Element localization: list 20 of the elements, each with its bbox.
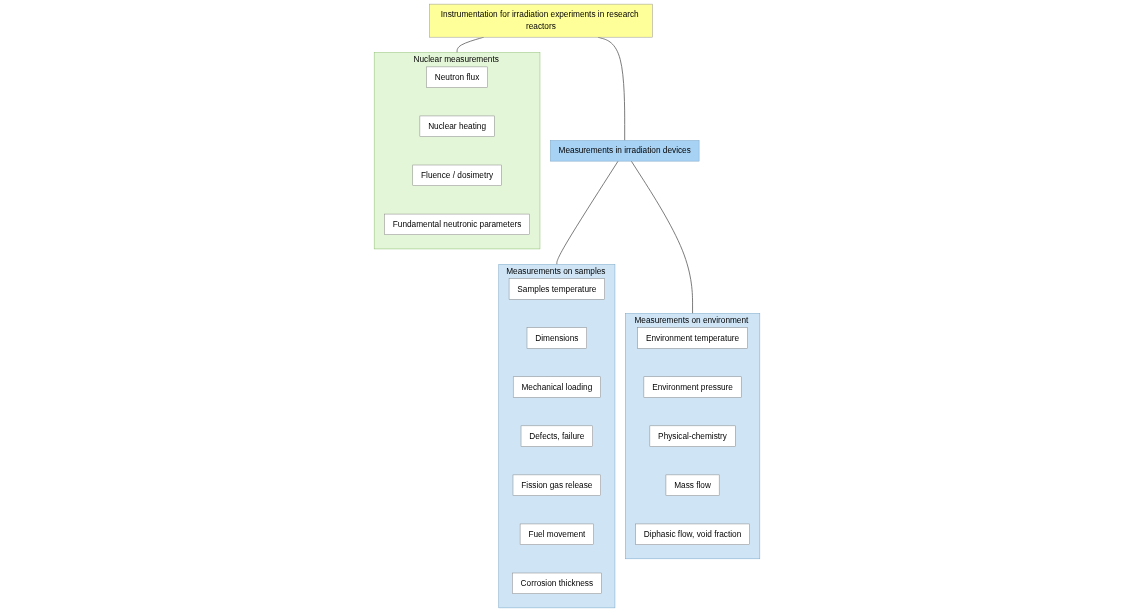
node-box: Fundamental neutronic parameters [384, 213, 530, 235]
node-box: Environment temperature [637, 327, 748, 349]
node-box: Fission gas release [512, 474, 601, 496]
connector [556, 160, 619, 265]
node-box: Physical-chemistry [649, 425, 736, 447]
node-box: Fuel movement [519, 523, 594, 545]
node-box: Neutron flux [426, 66, 488, 88]
node-box: Defects, failure [520, 425, 593, 447]
node-box: Mechanical loading [512, 376, 601, 398]
node-box: Instrumentation for irradiation experiments in research reactors [429, 3, 653, 38]
connector [630, 160, 693, 314]
node-box: Samples temperature [508, 278, 605, 300]
node-box: Mass flow [665, 474, 720, 496]
node-box: Fluence / dosimetry [412, 164, 502, 186]
node-box: Corrosion thickness [512, 572, 602, 594]
node-box: Environment pressure [643, 376, 742, 398]
node-box: Dimensions [526, 327, 587, 349]
node-box: Measurements in irradiation devices [550, 140, 700, 162]
node-box: Nuclear heating [419, 115, 495, 137]
node-box: Diphasic flow, void fraction [635, 523, 750, 545]
